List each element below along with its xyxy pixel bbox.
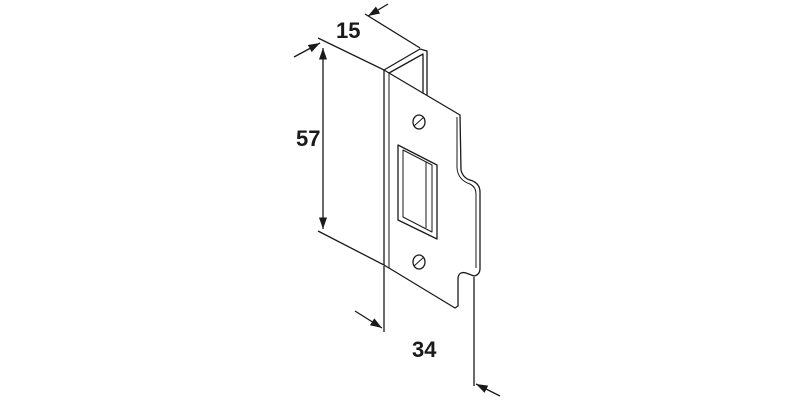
dimension-label-15: 15: [336, 18, 360, 43]
screw-hole-top: [412, 114, 426, 130]
screw-hole-bottom: [412, 254, 426, 270]
dimension-15: [317, 3, 421, 71]
plate-flange: [383, 48, 428, 97]
dimension-34: [354, 266, 501, 397]
latch-slot: [397, 144, 438, 240]
dimension-label-57: 57: [296, 126, 320, 151]
dimension-label-34: 34: [412, 337, 437, 362]
dimension-57: [293, 42, 385, 266]
